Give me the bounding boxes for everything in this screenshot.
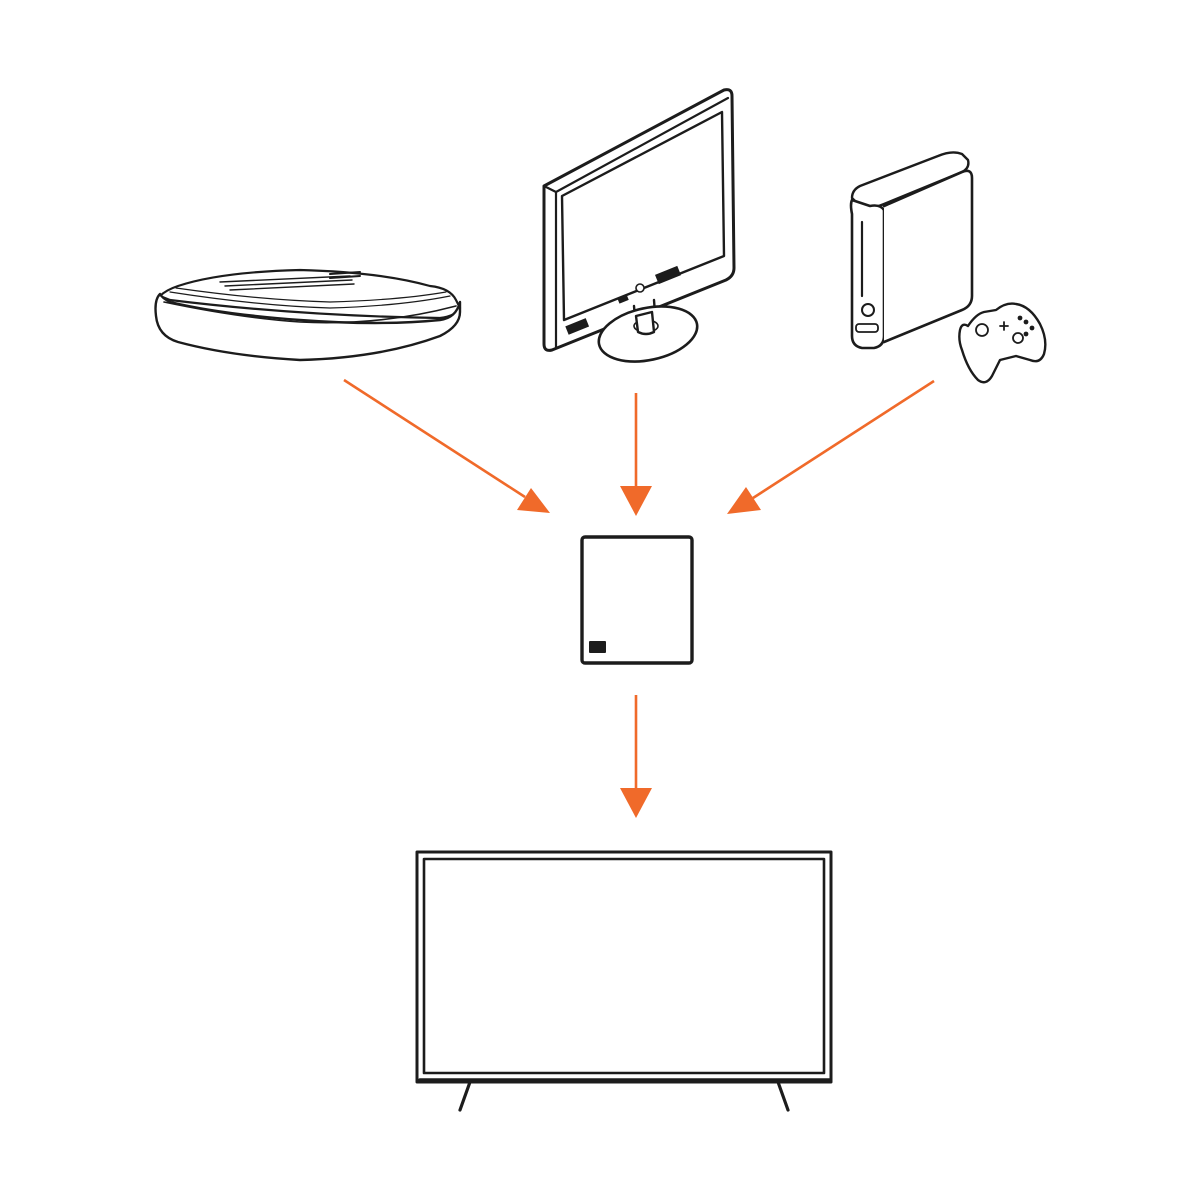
- game-controller-icon: [958, 302, 1047, 384]
- hub-box-icon: [580, 535, 694, 665]
- set-top-box-icon: [154, 268, 462, 362]
- arrow-hub-to-television: [620, 695, 652, 818]
- arrow-game-console-to-hub: [727, 379, 935, 514]
- monitor-icon: [542, 88, 736, 363]
- hub-status-light: [589, 641, 606, 653]
- game-console-icon: [849, 151, 1047, 384]
- television-icon: [415, 850, 833, 1112]
- arrow-set-top-box-to-hub: [343, 378, 550, 513]
- arrow-monitor-to-hub: [620, 393, 652, 516]
